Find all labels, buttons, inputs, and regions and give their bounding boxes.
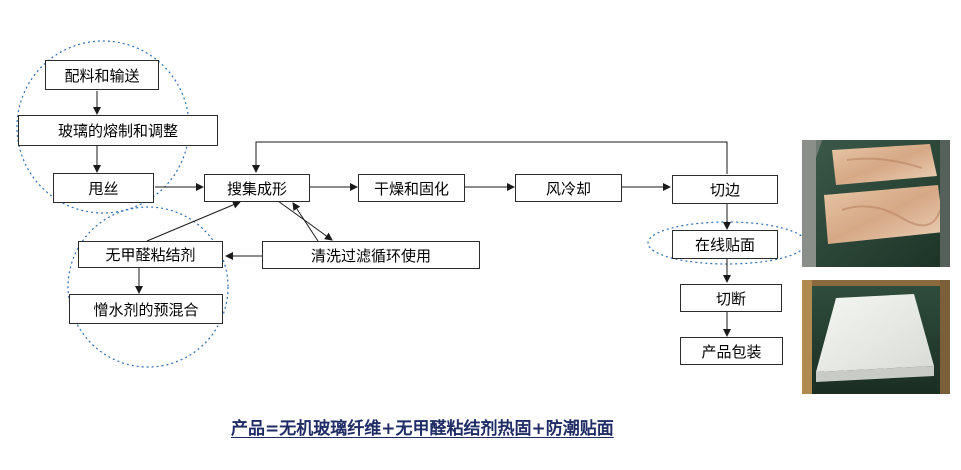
faced-boards-image xyxy=(802,140,950,267)
photo-cut-board xyxy=(802,280,950,394)
step-trimming: 切边 xyxy=(672,175,778,204)
step-batching: 配料和输送 xyxy=(45,60,159,90)
step-forming: 搜集成形 xyxy=(204,174,310,202)
step-packing: 产品包装 xyxy=(680,337,783,365)
photo-faced-boards xyxy=(802,140,950,267)
step-recycle: 清洗过滤循环使用 xyxy=(262,241,480,269)
step-premix: 憎水剂的预混合 xyxy=(69,294,223,324)
product-formula-caption: 产品=无机玻璃纤维+无甲醛粘结剂热固+防潮贴面 xyxy=(231,419,614,439)
step-cutting: 切断 xyxy=(680,284,782,312)
arrow-trimming-return xyxy=(252,141,728,174)
cut-board-image xyxy=(802,280,950,394)
step-binder: 无甲醛粘结剂 xyxy=(78,241,223,268)
arrow-binder-forming xyxy=(146,201,241,242)
group-circle-lower xyxy=(67,206,229,368)
step-cooling: 风冷却 xyxy=(515,174,622,202)
step-melting: 玻璃的熔制和调整 xyxy=(18,115,218,146)
step-facing: 在线贴面 xyxy=(672,230,778,259)
step-drying: 干燥和固化 xyxy=(358,174,465,202)
step-spinning: 甩丝 xyxy=(53,173,154,203)
arrow-recycle-forming xyxy=(292,202,319,242)
